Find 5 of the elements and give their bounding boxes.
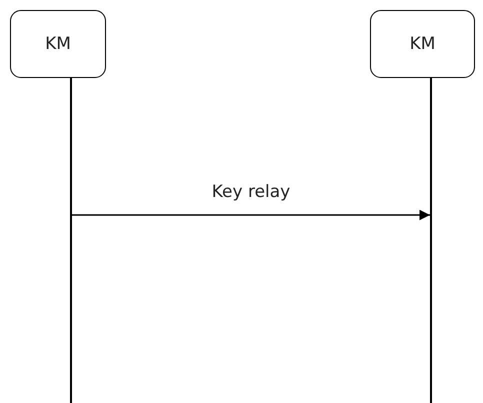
lifeline xyxy=(70,78,72,403)
participant-box: KM xyxy=(370,10,475,78)
participant-box: KM xyxy=(10,10,106,78)
lifeline xyxy=(430,78,432,403)
message-arrow xyxy=(72,210,430,220)
